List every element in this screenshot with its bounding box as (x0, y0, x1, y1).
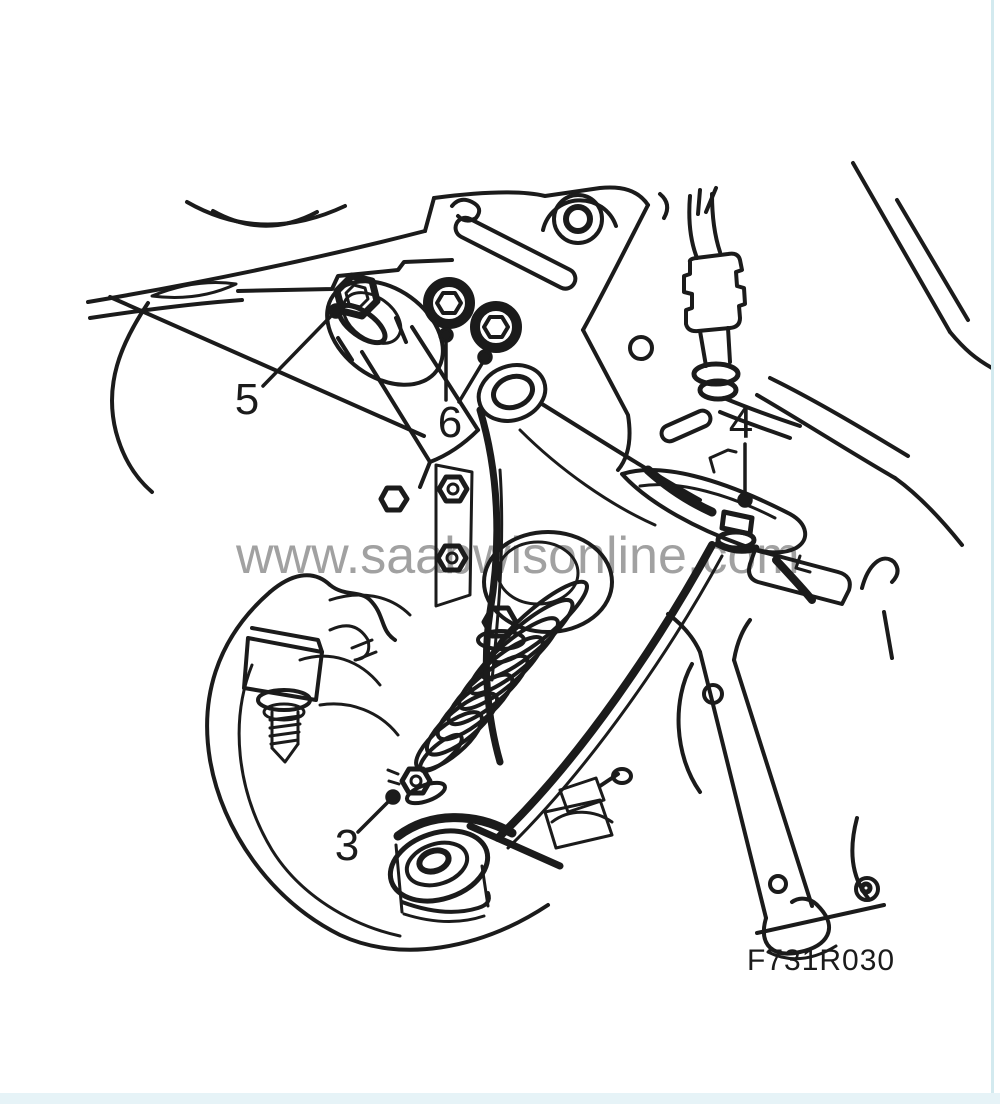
stay-rod (666, 612, 838, 961)
subframe-bracket (620, 468, 852, 606)
control-arm (387, 363, 724, 923)
wheel-arch-arcs (185, 200, 347, 228)
page-frame-right (991, 0, 994, 1104)
brake-hose (682, 192, 802, 440)
figure-code-label: F731R030 (747, 944, 896, 977)
bracket-lower-right (755, 816, 886, 935)
callout-5-label: 5 (234, 375, 260, 424)
page-frame-bottom (0, 1093, 1000, 1104)
body-panel-left (86, 196, 454, 494)
mount-nuts (423, 277, 522, 353)
callout-4-label: 4 (728, 399, 754, 448)
shock-absorber (325, 272, 480, 513)
backing-plate (205, 573, 550, 952)
body-panel-right (755, 161, 994, 660)
body-plate-top (432, 185, 738, 474)
callout-3-label: 3 (334, 821, 360, 870)
callout-leaders (261, 303, 753, 834)
callout-6-label: 6 (437, 398, 463, 447)
spring-and-bellows (414, 463, 614, 774)
